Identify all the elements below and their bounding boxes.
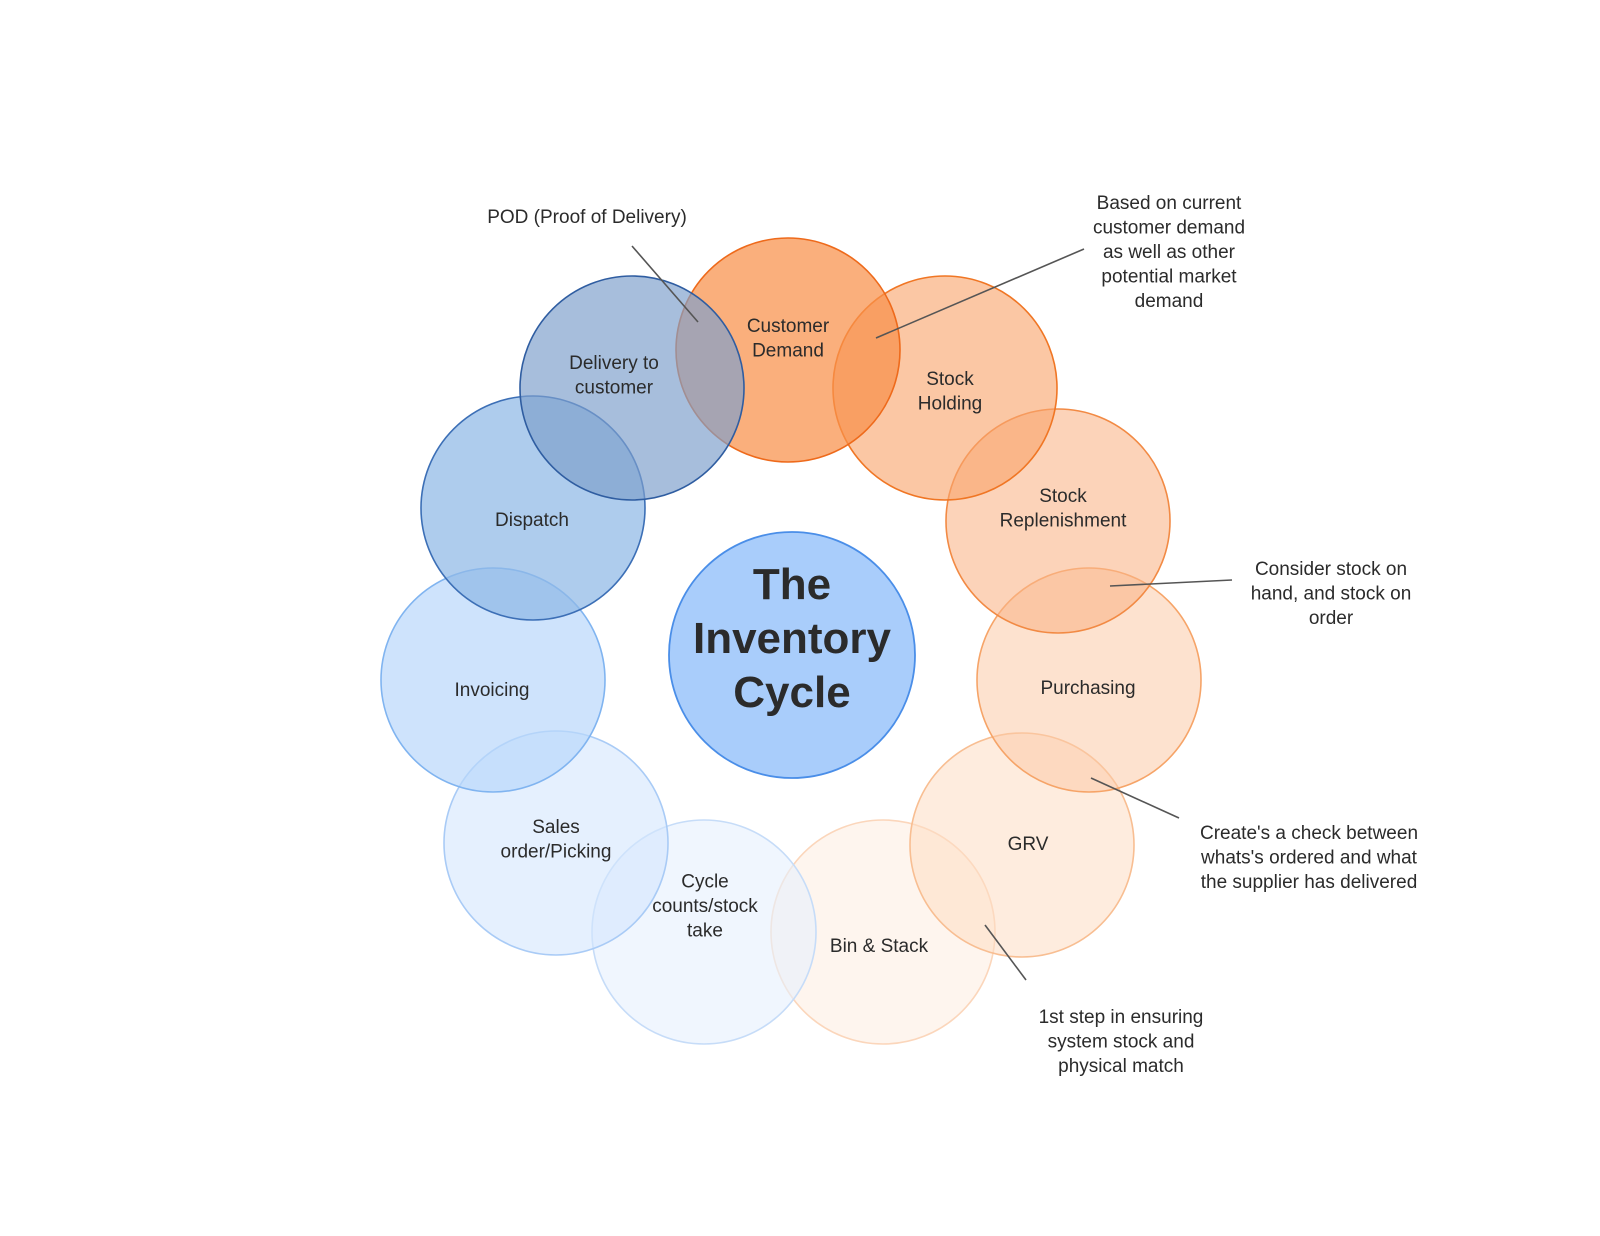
node-label-sales-order-picking: Sales order/Picking	[501, 817, 612, 863]
node-label-invoicing-line: Invoicing	[455, 680, 530, 701]
annotation-stock-on-hand-note: Consider stock on hand, and stock on order	[1251, 559, 1412, 629]
node-label-delivery-to-customer-line: Delivery to	[569, 353, 659, 374]
annotation-pod: POD (Proof of Delivery)	[487, 207, 687, 228]
annotation-grv-check-note: Create's a check between whats's ordered …	[1200, 823, 1418, 893]
node-label-grv-line: GRV	[1008, 834, 1049, 855]
node-label-sales-order-picking-line: Sales	[532, 817, 580, 838]
annotation-stock-on-hand-note-line: order	[1309, 608, 1354, 629]
center-title-line: Cycle	[733, 668, 850, 717]
node-label-dispatch: Dispatch	[495, 510, 569, 531]
annotation-customer-demand-note-line: customer demand	[1093, 218, 1245, 239]
annotation-stock-on-hand-note-line: Consider stock on	[1255, 559, 1407, 580]
node-label-stock-holding-line: Holding	[918, 393, 982, 414]
annotation-customer-demand-note-line: Based on current	[1097, 193, 1242, 214]
annotation-first-step-note-line: physical match	[1058, 1056, 1184, 1077]
node-label-purchasing: Purchasing	[1040, 678, 1135, 699]
annotation-customer-demand-note-line: as well as other	[1103, 242, 1236, 263]
annotation-customer-demand-note-line: potential market	[1101, 267, 1237, 288]
node-label-customer-demand-line: Demand	[752, 340, 824, 361]
node-label-stock-holding-line: Stock	[926, 369, 974, 390]
annotation-grv-check-note-line: whats's ordered and what	[1200, 848, 1418, 869]
center-circle	[668, 531, 916, 779]
node-label-customer-demand-line: Customer	[747, 316, 830, 337]
leader-line-customer-demand-note	[875, 248, 1085, 339]
annotation-first-step-note-line: 1st step in ensuring	[1039, 1007, 1204, 1028]
node-label-delivery-to-customer: Delivery to customer	[569, 353, 659, 399]
annotation-customer-demand-note: Based on current customer demand as well a…	[1093, 193, 1245, 312]
node-label-cycle-counts-line: counts/stock	[652, 896, 758, 917]
annotation-first-step-note: 1st step in ensuring system stock and phys…	[1039, 1007, 1204, 1077]
annotations: POD (Proof of Delivery) Based on current c…	[487, 193, 1418, 1077]
leader-line-grv-check-note	[1090, 777, 1180, 819]
leader-line-stock-on-hand-note	[1109, 579, 1233, 587]
annotation-stock-on-hand-note-line: hand, and stock on	[1251, 584, 1412, 605]
node-label-grv: GRV	[1008, 834, 1049, 855]
leader-line-pod	[631, 245, 699, 323]
annotation-leader-lines	[631, 245, 1233, 981]
node-label-cycle-counts-line: take	[687, 921, 723, 942]
node-label-invoicing: Invoicing	[455, 680, 530, 701]
node-label-sales-order-picking-line: order/Picking	[501, 841, 612, 862]
node-label-cycle-counts: Cycle counts/stock take	[652, 872, 758, 942]
node-label-dispatch-line: Dispatch	[495, 510, 569, 531]
node-label-stock-replenishment-line: Stock	[1039, 486, 1087, 507]
annotation-grv-check-note-line: the supplier has delivered	[1201, 872, 1418, 893]
node-label-bin-stack: Bin & Stack	[830, 936, 929, 957]
node-label-delivery-to-customer-line: customer	[575, 377, 654, 398]
node-label-stock-replenishment-line: Replenishment	[1000, 510, 1127, 531]
node-label-purchasing-line: Purchasing	[1040, 678, 1135, 699]
annotation-first-step-note-line: system stock and	[1048, 1032, 1195, 1053]
center-title-line: The	[753, 560, 831, 609]
center-title-line: Inventory	[693, 614, 892, 663]
leader-line-first-step-note	[984, 924, 1027, 981]
cycle-node-delivery-to-customer	[519, 275, 745, 501]
annotation-grv-check-note-line: Create's a check between	[1200, 823, 1418, 844]
annotation-pod-line: POD (Proof of Delivery)	[487, 207, 687, 228]
node-label-cycle-counts-line: Cycle	[681, 872, 729, 893]
annotation-customer-demand-note-line: demand	[1135, 291, 1204, 312]
node-label-bin-stack-line: Bin & Stack	[830, 936, 929, 957]
